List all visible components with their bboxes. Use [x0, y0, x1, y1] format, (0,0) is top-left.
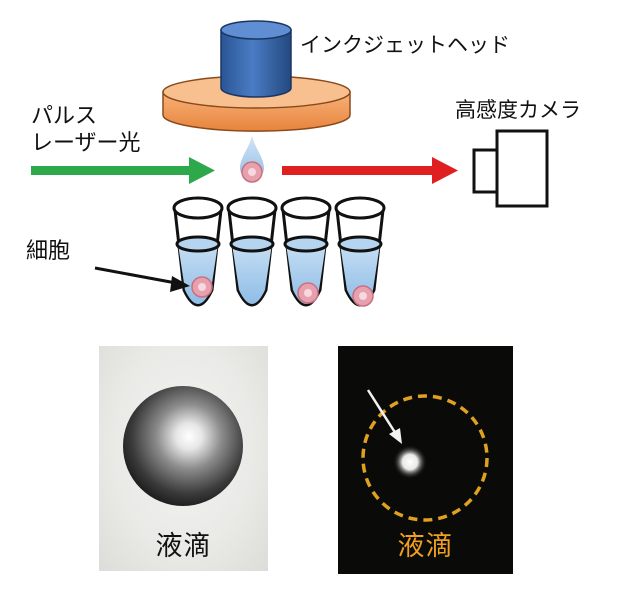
- schematic-diagram: インクジェットヘッド パルス レーザー光 高感度カメラ: [26, 20, 581, 307]
- well: [280, 196, 332, 307]
- well: [226, 196, 278, 307]
- scattered-light-arrow: [282, 157, 458, 184]
- well: [334, 196, 386, 307]
- droplet-caption-light: 液滴: [155, 531, 212, 562]
- pulse-laser-label-line2: レーザー光: [31, 131, 141, 156]
- cell-pointer-arrow: [94, 266, 190, 292]
- droplet-brightfield-photo: 液滴: [99, 346, 268, 571]
- well-plate: [172, 196, 386, 307]
- pulse-laser-arrow: [31, 157, 215, 184]
- camera-label: 高感度カメラ: [455, 98, 581, 122]
- darkfield-image: [361, 389, 489, 522]
- inkjet-head: [162, 20, 351, 132]
- pointer-arrow-head: [389, 428, 402, 444]
- droplet: [240, 136, 264, 183]
- droplet-sphere: [123, 386, 243, 506]
- inkjet-head-label: インクジェットヘッド: [300, 33, 510, 57]
- droplet-outline-circle: [361, 394, 489, 522]
- camera-icon: [472, 129, 549, 208]
- cell-label: 細胞: [26, 239, 70, 264]
- droplet-darkfield-photo: 液滴: [338, 346, 513, 574]
- droplet-caption-dark: 液滴: [397, 531, 454, 562]
- pointer-arrow-line: [366, 389, 398, 435]
- pulse-laser-label-line1: パルス: [31, 104, 97, 129]
- well: [172, 196, 224, 307]
- cell-bright-spot: [393, 445, 427, 479]
